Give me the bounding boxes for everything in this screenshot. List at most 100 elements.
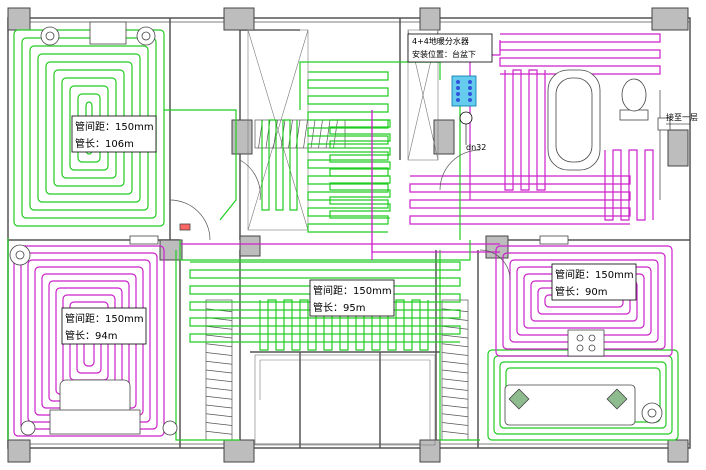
doors <box>169 149 511 281</box>
column <box>7 7 31 31</box>
rack-hanger <box>303 119 308 149</box>
label-box <box>551 263 637 301</box>
manifold-title: 4+4地暖分水器 <box>412 36 469 46</box>
rack-hanger <box>441 413 469 418</box>
zone-spacing: 管间距：150mm <box>555 268 634 281</box>
manifold-port <box>468 92 472 96</box>
rack-frame <box>441 299 469 441</box>
heating-loop <box>259 299 429 351</box>
bathtub-inner <box>555 77 593 163</box>
toilet-tank <box>619 109 649 121</box>
zone-length: 管长：94m <box>65 329 117 342</box>
heating-loop <box>499 361 667 429</box>
cooktop <box>567 329 605 357</box>
zone-length: 管长：90m <box>555 285 607 298</box>
lamp <box>136 26 156 46</box>
column <box>651 7 689 31</box>
lamp <box>40 26 60 46</box>
manifold-body <box>451 75 477 107</box>
rack-hanger <box>441 369 469 374</box>
column <box>223 7 255 31</box>
rack-hanger <box>441 378 469 383</box>
lamp <box>162 420 178 436</box>
manifold-port <box>468 86 472 90</box>
rack-hanger <box>441 360 469 365</box>
connect-note: 接至一层 <box>666 112 698 125</box>
rack-hanger <box>310 119 316 149</box>
rack-hanger <box>441 395 469 400</box>
rack-hanger <box>205 395 233 400</box>
rack-hanger <box>205 334 233 339</box>
manifold-install-note: 安装位置：台盆下 <box>412 49 476 59</box>
zone-length: 管长：106m <box>75 137 134 150</box>
rack-hanger <box>205 413 233 418</box>
wardrobe-rack <box>441 299 469 441</box>
outlet <box>539 235 569 245</box>
rack-hanger <box>205 404 233 409</box>
wardrobe-racks <box>205 119 469 441</box>
manifold-ports <box>456 80 472 102</box>
sofa <box>49 409 141 435</box>
lamp <box>9 244 31 266</box>
column <box>433 119 455 155</box>
heating-loop <box>604 149 654 221</box>
column <box>419 439 441 463</box>
heating-loop <box>164 109 237 221</box>
manifold-port <box>456 86 460 90</box>
rack-hanger <box>205 422 233 426</box>
bathtub <box>547 69 601 171</box>
rack-hanger <box>441 422 469 426</box>
zone-label-center: 管间距：150mm 管长：95m <box>309 279 395 317</box>
rack-hanger <box>441 404 469 409</box>
rack-hanger <box>205 325 233 330</box>
rack-frame <box>205 299 233 441</box>
pillow <box>606 388 628 410</box>
heating-loop <box>329 119 391 219</box>
heating-loop <box>13 245 165 437</box>
zone-labels: 管间距：150mm 管长：106m 管间距：150mm 管长：94m 管间距：1… <box>61 115 637 345</box>
rack-hanger <box>205 369 233 374</box>
rack-hanger <box>441 352 469 356</box>
door-swing <box>479 249 511 281</box>
zone-length: 管长：95m <box>313 301 365 314</box>
lamp <box>20 420 36 436</box>
zone-label-top-left: 管间距：150mm 管长：106m <box>71 115 157 153</box>
column <box>419 7 441 31</box>
manifold: 4+4地暖分水器 安装位置：台盆下 dn32 <box>407 33 493 152</box>
pillow <box>508 388 530 410</box>
rack-hanger <box>441 387 469 391</box>
column <box>667 129 689 167</box>
wardrobe-rack <box>205 299 233 441</box>
door-swing <box>169 199 211 241</box>
connect-note-label: 接至一层 <box>666 112 698 122</box>
rack-hanger <box>205 360 233 365</box>
zone-label-bottom-right: 管间距：150mm 管长：90m <box>551 263 637 301</box>
walls <box>7 17 691 449</box>
zone-spacing: 管间距：150mm <box>75 120 154 133</box>
pipe-marker <box>459 111 473 125</box>
zone-spacing: 管间距：150mm <box>65 312 144 325</box>
heating-loop <box>439 250 480 441</box>
heating-loop <box>307 71 389 233</box>
lamp <box>641 402 663 424</box>
door-swing <box>239 159 261 201</box>
pipe-size-label: dn32 <box>466 143 486 152</box>
zone-label-bottom-left: 管间距：150mm 管长：94m <box>61 307 147 345</box>
valve <box>179 223 191 231</box>
column <box>239 235 261 257</box>
toilet-bowl <box>621 78 647 112</box>
column <box>667 439 689 463</box>
rack-hanger <box>325 119 331 149</box>
fixtures <box>9 21 671 436</box>
bed <box>504 384 636 426</box>
staircase <box>247 29 439 446</box>
manifold-port <box>456 98 460 102</box>
column <box>159 239 183 261</box>
manifold-port <box>456 92 460 96</box>
zone-spacing: 管间距：150mm <box>313 284 392 297</box>
label-box <box>71 115 157 153</box>
manifold-label-box <box>407 33 493 63</box>
desk <box>89 21 127 45</box>
door-swing <box>439 149 481 191</box>
